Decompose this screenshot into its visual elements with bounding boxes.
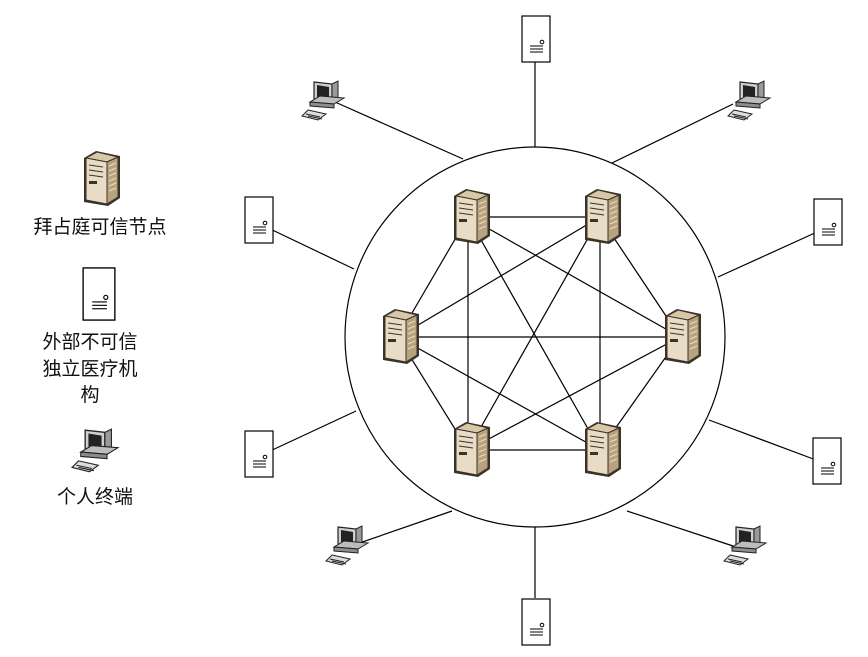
legend-pc-icon [71, 428, 119, 473]
link-left-upper [263, 225, 355, 270]
bft-node-server-icon [664, 308, 702, 365]
legend-external-institution-label-line1: 外部不可信 [42, 331, 138, 353]
link-right-lower [708, 419, 817, 461]
personal-terminal-pc-icon [727, 80, 771, 121]
institution-box-icon [521, 15, 551, 63]
institution-box-icon [244, 430, 274, 478]
legend-personal-terminal-label: 个人终端 [56, 486, 133, 508]
link-right-upper [717, 231, 818, 278]
link-top-left [334, 101, 464, 160]
bft-node-server-icon [584, 421, 622, 478]
legend-icons [71, 150, 121, 473]
bft-node-server-icon [584, 188, 622, 245]
personal-terminal-pc-icon [325, 525, 369, 566]
bft-node-server-icon [382, 308, 420, 365]
bft-node-server-icon [453, 188, 491, 245]
link-bottom-right [626, 510, 734, 547]
link-top-right [611, 103, 734, 164]
institution-box-icon [244, 196, 274, 244]
legend-bft-node-label: 拜占庭可信节点 [33, 216, 167, 238]
legend-server-icon [83, 150, 121, 207]
consensus-nodes [382, 188, 702, 478]
link-bottom-left [344, 510, 453, 549]
legend-box-icon [82, 267, 116, 321]
personal-terminal-pc-icon [301, 80, 345, 121]
institution-box-icon [812, 437, 842, 485]
institution-box-icon [813, 198, 843, 246]
legend-external-institution-label-line2: 独立医疗机 [42, 358, 138, 380]
legend-external-institution-label-line3: 构 [80, 384, 100, 406]
institution-box-icon [521, 598, 551, 646]
mesh-links [397, 216, 681, 451]
external-links [263, 62, 818, 598]
link-left-lower [267, 410, 357, 453]
bft-node-server-icon [453, 421, 491, 478]
